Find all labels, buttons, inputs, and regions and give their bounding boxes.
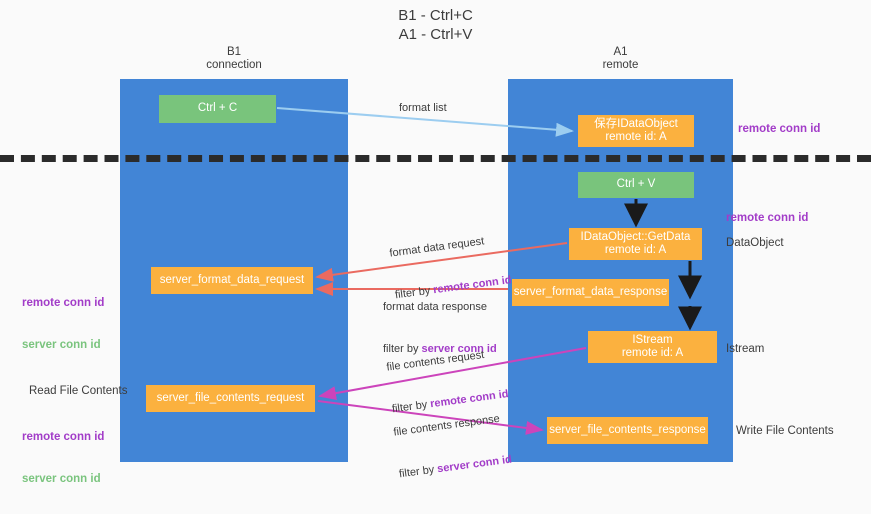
box-ctrl-c[interactable]: Ctrl + C	[159, 95, 276, 123]
box-save-idataobject[interactable]: 保存IDataObject remote id: A	[578, 115, 694, 147]
edge-label-format-data-response-line2: filter by server conn id	[383, 342, 497, 356]
filter-highlight-server-conn-id: server conn id	[421, 343, 497, 355]
edge-label-format-data-request-line1: format data request	[388, 235, 485, 260]
filter-highlight-server-conn-id: server conn id	[436, 453, 513, 476]
edge-label-file-contents-request-line1: file contents request	[385, 348, 485, 374]
phase-separator	[0, 155, 871, 162]
edge-label-format-list: format list	[399, 102, 447, 114]
filter-prefix: filter by	[398, 463, 439, 481]
box-ctrl-v[interactable]: Ctrl + V	[578, 172, 694, 198]
annotation-remote-conn-id-top: remote conn id	[738, 123, 821, 135]
annotation-left-conn-ids-top: remote conn id server conn id	[22, 268, 104, 380]
box-ctrl-c-label: Ctrl + C	[197, 102, 238, 115]
edge-label-format-data-response-line1: format data response	[383, 301, 487, 313]
box-server-format-data-response-label: server_format_data_response	[513, 285, 668, 298]
box-save-idataobject-title: 保存IDataObject	[594, 117, 678, 130]
box-istream-title: IStream	[632, 333, 673, 346]
box-server-file-contents-response-label: server_file_contents_response	[549, 423, 706, 436]
annotation-remote-conn-id-left-2: remote conn id	[22, 431, 105, 443]
box-server-file-contents-request[interactable]: server_file_contents_request	[146, 385, 315, 412]
annotation-write-file-contents: Write File Contents	[736, 425, 834, 437]
box-server-file-contents-request-label: server_file_contents_request	[156, 391, 305, 404]
edge-label-file-contents-response-line1: file contents response	[392, 412, 501, 439]
box-idataobject-getdata[interactable]: IDataObject::GetData remote id: A	[569, 228, 702, 260]
box-istream[interactable]: IStream remote id: A	[588, 331, 717, 363]
box-server-format-data-request[interactable]: server_format_data_request	[151, 267, 313, 294]
annotation-read-file-contents: Read File Contents	[29, 385, 128, 397]
page-title: B1 - Ctrl+C A1 - Ctrl+V	[398, 7, 473, 43]
column-header-a1: A1 remote	[602, 46, 639, 71]
column-header-b1: B1 connection	[206, 46, 262, 71]
annotation-dataobject: DataObject	[726, 237, 784, 249]
annotation-istream: Istream	[726, 343, 765, 355]
box-save-idataobject-subtitle: remote id: A	[605, 131, 667, 143]
box-ctrl-v-label: Ctrl + V	[616, 178, 656, 191]
annotation-server-conn-id-left-1: server conn id	[22, 339, 101, 351]
diagram-canvas: B1 - Ctrl+C A1 - Ctrl+V B1 connection A1…	[0, 7, 871, 485]
box-server-file-contents-response[interactable]: server_file_contents_response	[547, 417, 708, 444]
box-server-format-data-request-label: server_format_data_request	[159, 273, 305, 286]
box-getdata-title: IDataObject::GetData	[580, 230, 691, 243]
filter-prefix: filter by	[383, 343, 422, 355]
box-getdata-subtitle: remote id: A	[604, 244, 667, 256]
annotation-remote-conn-id-left-1: remote conn id	[22, 297, 105, 309]
annotation-remote-conn-id-mid: remote conn id	[726, 212, 809, 224]
annotation-server-conn-id-left-2: server conn id	[22, 473, 101, 485]
box-server-format-data-response[interactable]: server_format_data_response	[512, 279, 669, 306]
annotation-left-conn-ids-bottom: remote conn id server conn id	[22, 402, 104, 514]
edge-label-file-contents-response: file contents response filter by server …	[389, 383, 516, 509]
edge-label-format-data-response: format data response filter by server co…	[383, 272, 497, 384]
box-istream-subtitle: remote id: A	[621, 347, 684, 359]
